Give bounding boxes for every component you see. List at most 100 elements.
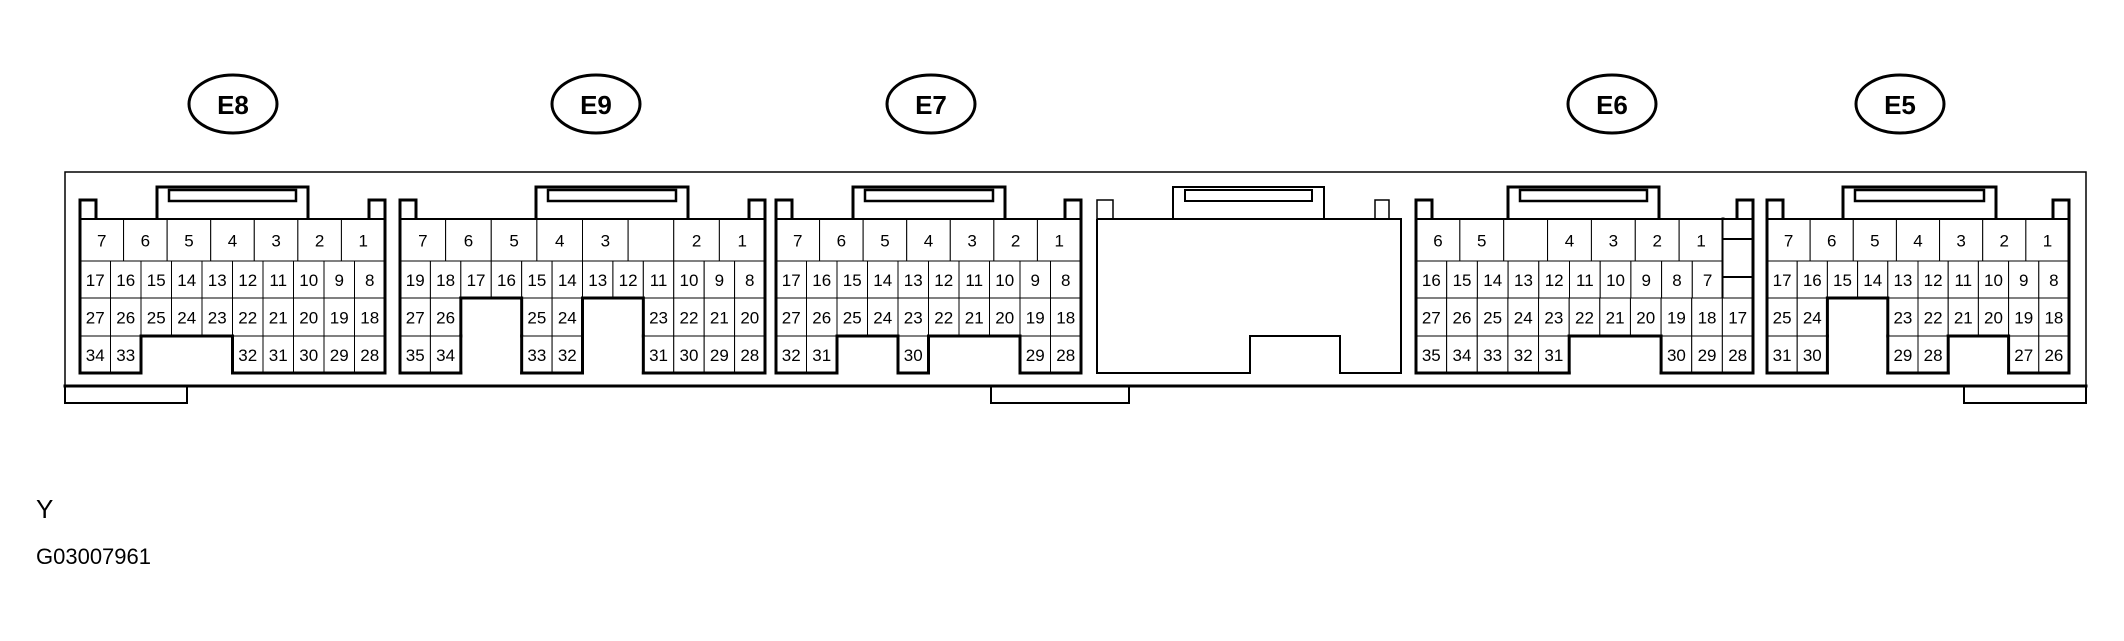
pin-label: 16 <box>812 271 831 290</box>
pin-cell <box>1050 297 1082 337</box>
pin-label: 11 <box>965 271 983 290</box>
pin-label: 32 <box>558 346 577 365</box>
pin-label: 8 <box>745 271 754 290</box>
pin-label: 4 <box>1565 232 1574 251</box>
connector-latch <box>155 185 310 219</box>
pin-cell <box>79 260 111 299</box>
pin-cell <box>1415 297 1448 337</box>
pin-cell <box>110 335 142 374</box>
pin-label: 27 <box>406 309 425 328</box>
housing-tab-3 <box>1963 386 2087 404</box>
pin-cell <box>642 260 675 299</box>
pin-label: 1 <box>1054 232 1063 251</box>
pin-label: 33 <box>527 346 546 365</box>
pin-cell <box>582 218 629 262</box>
blank-block-post-left <box>1096 199 1114 219</box>
pin-label: 29 <box>330 346 349 365</box>
pin-cell <box>1568 297 1601 337</box>
pin-label: 6 <box>1433 232 1442 251</box>
pin-label: 34 <box>1452 346 1471 365</box>
pin-cell <box>703 260 736 299</box>
pin-cell <box>775 218 821 262</box>
pin-label: 31 <box>649 346 668 365</box>
pin-cell <box>521 297 553 337</box>
pin-label: 7 <box>1703 271 1712 290</box>
pin-label: 4 <box>924 232 933 251</box>
pin-label: 24 <box>1803 309 1822 328</box>
pin-cell <box>166 218 212 262</box>
pin-label: 2 <box>692 232 701 251</box>
connector-latch <box>1506 185 1661 219</box>
pin-label: 9 <box>2019 271 2028 290</box>
connector-post-right <box>1063 198 1083 219</box>
pin-label: 15 <box>1453 271 1472 290</box>
pin-label: 31 <box>812 346 831 365</box>
pin-label: 22 <box>1924 309 1943 328</box>
pin-cell <box>323 335 355 374</box>
pin-label: 28 <box>740 346 759 365</box>
pin-label: 2 <box>1652 232 1661 251</box>
pin-cell <box>171 260 203 299</box>
pin-label: 14 <box>177 271 196 290</box>
blank-block-latch-bar <box>1184 189 1313 202</box>
pin-label: 24 <box>873 309 892 328</box>
pin-cell <box>673 335 705 374</box>
pin-label: 23 <box>1544 309 1563 328</box>
pin-label: 28 <box>1056 346 1075 365</box>
pin-label: 7 <box>418 232 427 251</box>
pin-label: 6 <box>837 232 846 251</box>
pin-cell <box>1630 260 1663 299</box>
pin-cell <box>1939 218 1984 262</box>
pin-label: 15 <box>843 271 862 290</box>
pin-cell <box>1415 335 1448 374</box>
pin-label: 10 <box>995 271 1014 290</box>
pin-cell <box>1977 297 2010 337</box>
pin-cell <box>958 297 990 337</box>
pin-label: 17 <box>86 271 105 290</box>
pin-cell <box>1446 335 1478 374</box>
pin-label: 3 <box>1956 232 1965 251</box>
pin-label: 13 <box>1893 271 1912 290</box>
pin-label: 21 <box>710 309 729 328</box>
pin-label: 9 <box>1031 271 1040 290</box>
pin-label: 30 <box>1667 346 1686 365</box>
pin-label: 19 <box>2014 309 2033 328</box>
connector-post-left <box>398 198 418 219</box>
pin-label: 20 <box>995 309 1014 328</box>
pin-label: 11 <box>1954 271 1972 290</box>
pin-cell <box>897 297 929 337</box>
pin-cell <box>2038 260 2070 299</box>
connector-latch-bar <box>1518 188 1649 203</box>
pin-cell <box>1507 297 1540 337</box>
pin-label: 21 <box>1954 309 1973 328</box>
pin-label: 35 <box>1422 346 1441 365</box>
pin-label: 29 <box>710 346 729 365</box>
pin-label: 34 <box>86 346 105 365</box>
pin-label: 9 <box>1642 271 1651 290</box>
pin-label: 16 <box>116 271 135 290</box>
pin-cell <box>1947 297 1979 337</box>
pin-cell <box>1446 297 1478 337</box>
connector-tag-oval <box>550 73 642 135</box>
pin-label: 19 <box>406 271 425 290</box>
pin-label: 7 <box>97 232 106 251</box>
pin-label: 11 <box>269 271 287 290</box>
pin-cell <box>1661 260 1693 299</box>
pin-cell <box>1977 260 2010 299</box>
pin-cell <box>490 218 538 262</box>
pin-label: 4 <box>1913 232 1922 251</box>
pin-label: 20 <box>1984 309 2003 328</box>
connector-latch <box>851 185 1007 219</box>
blank-connector-block <box>1096 186 1402 374</box>
pin-cell <box>673 297 705 337</box>
pin-label: 22 <box>238 309 257 328</box>
pin-cell <box>2008 297 2040 337</box>
pin-cell <box>1634 218 1680 262</box>
pin-label: 11 <box>1576 271 1594 290</box>
connector-post-right <box>367 198 387 219</box>
pin-label: 18 <box>2044 309 2063 328</box>
connector-post-left <box>1414 198 1434 219</box>
pin-cell <box>110 297 142 337</box>
